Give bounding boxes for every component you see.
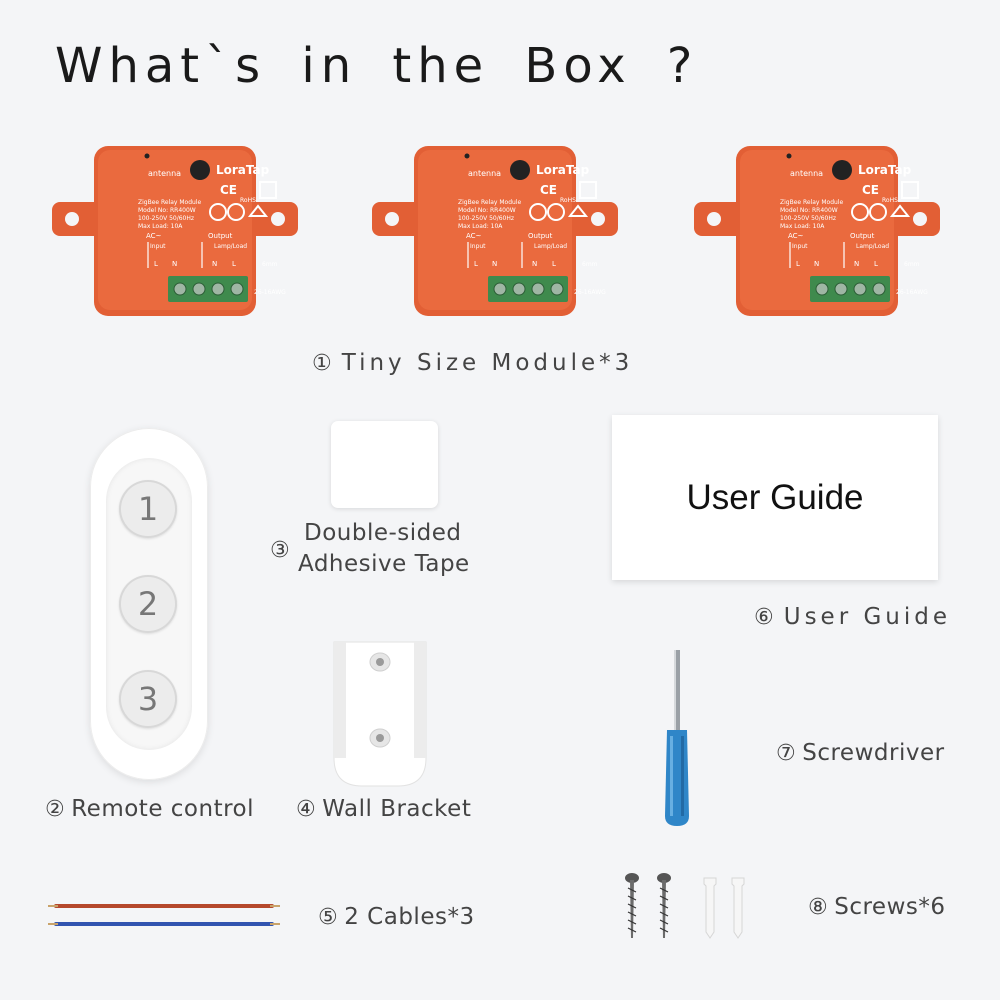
guide-label-text: User Guide — [783, 604, 952, 630]
svg-text:N: N — [532, 260, 537, 268]
svg-text:LoraTap: LoraTap — [858, 163, 912, 177]
guide-number: ⑥ — [754, 605, 778, 630]
svg-text:26-16AWG: 26-16AWG — [254, 289, 286, 296]
svg-text:26-16AWG: 26-16AWG — [896, 289, 928, 296]
svg-text:Max Load: 10A: Max Load: 10A — [458, 223, 503, 230]
svg-text:AC~: AC~ — [788, 232, 804, 240]
remote-label-text: Remote control — [71, 796, 255, 822]
cables-illustration — [48, 904, 280, 926]
svg-text:L: L — [154, 260, 158, 268]
svg-text:100-250V 50/60Hz: 100-250V 50/60Hz — [780, 215, 836, 222]
svg-text:Max Load: 10A: Max Load: 10A — [780, 223, 825, 230]
bracket-number: ④ — [296, 797, 317, 822]
svg-text:100-250V 50/60Hz: 100-250V 50/60Hz — [138, 215, 194, 222]
svg-text:ZigBee Relay Module: ZigBee Relay Module — [458, 199, 522, 206]
svg-text:Lamp/Load: Lamp/Load — [534, 243, 567, 250]
svg-text:antenna: antenna — [468, 169, 501, 178]
svg-text:Output: Output — [850, 232, 875, 240]
svg-text:Lamp/Load: Lamp/Load — [856, 243, 889, 250]
user-guide-cover-title: User Guide — [686, 477, 864, 517]
wall-bracket-illustration — [333, 641, 427, 787]
svg-text:L: L — [796, 260, 800, 268]
svg-text:CE: CE — [862, 183, 879, 197]
tape-number: ③ — [270, 538, 291, 563]
remote-button-panel: 1 2 3 — [106, 458, 192, 750]
page-title: What`s in the Box ? — [55, 38, 699, 94]
svg-text:100-250V 50/60Hz: 100-250V 50/60Hz — [458, 215, 514, 222]
tape-label-line1: Double-sided — [304, 520, 462, 546]
relay-module-3: antenna LoraTap CE RoHS ZigBee Relay Mod… — [692, 142, 942, 322]
svg-text:6mm: 6mm — [904, 261, 920, 268]
relay-module-2: antenna LoraTap CE RoHS ZigBee Relay Mod… — [370, 142, 620, 322]
svg-text:RoHS: RoHS — [882, 197, 898, 204]
svg-text:L: L — [552, 260, 556, 268]
screwdriver-label-text: Screwdriver — [802, 740, 945, 766]
svg-text:L: L — [874, 260, 878, 268]
remote-number: ② — [45, 797, 66, 822]
svg-text:LoraTap: LoraTap — [216, 163, 270, 177]
svg-text:Input: Input — [150, 243, 166, 250]
svg-text:RoHS: RoHS — [560, 197, 576, 204]
screws-illustration — [625, 873, 745, 939]
svg-text:antenna: antenna — [790, 169, 823, 178]
cables-number: ⑤ — [318, 905, 339, 930]
remote-button-3: 3 — [119, 670, 177, 728]
remote-control: 1 2 3 — [90, 428, 208, 780]
svg-text:Model No: RR400W: Model No: RR400W — [458, 207, 516, 214]
screwdriver-illustration — [665, 650, 689, 826]
module-label-text: Tiny Size Module*3 — [341, 350, 634, 376]
remote-button-1: 1 — [119, 480, 177, 538]
svg-text:N: N — [172, 260, 177, 268]
svg-text:LoraTap: LoraTap — [536, 163, 590, 177]
relay-module-illustration: antenna LoraTap CE RoHS ZigBee Relay Mod… — [694, 146, 940, 316]
adhesive-tape — [331, 421, 438, 508]
screws-number: ⑧ — [808, 895, 829, 920]
tape-label-line2: Adhesive Tape — [298, 551, 470, 577]
module-number: ① — [312, 351, 336, 376]
svg-text:N: N — [814, 260, 819, 268]
svg-text:Lamp/Load: Lamp/Load — [214, 243, 247, 250]
svg-text:N: N — [212, 260, 217, 268]
svg-text:L: L — [474, 260, 478, 268]
svg-text:26-16AWG: 26-16AWG — [574, 289, 606, 296]
svg-text:Input: Input — [792, 243, 808, 250]
relay-module-1: antenna LoraTap CE RoHS ZigBee Relay Mod… — [50, 142, 300, 322]
user-guide-booklet: User Guide — [612, 415, 938, 580]
svg-text:ZigBee Relay Module: ZigBee Relay Module — [780, 199, 844, 206]
svg-text:ZigBee Relay Module: ZigBee Relay Module — [138, 199, 202, 206]
svg-text:Output: Output — [528, 232, 553, 240]
svg-text:RoHS: RoHS — [240, 197, 256, 204]
svg-text:Model No: RR400W: Model No: RR400W — [138, 207, 196, 214]
cables-label-text: 2 Cables*3 — [344, 904, 475, 930]
remote-button-2: 2 — [119, 575, 177, 633]
svg-text:AC~: AC~ — [146, 232, 162, 240]
svg-text:L: L — [232, 260, 236, 268]
svg-text:Output: Output — [208, 232, 233, 240]
svg-text:N: N — [854, 260, 859, 268]
svg-text:Model No: RR400W: Model No: RR400W — [780, 207, 838, 214]
svg-text:6mm: 6mm — [582, 261, 598, 268]
bracket-label-text: Wall Bracket — [322, 796, 472, 822]
svg-text:6mm: 6mm — [262, 261, 278, 268]
svg-text:Max Load: 10A: Max Load: 10A — [138, 223, 183, 230]
screws-label-text: Screws*6 — [834, 894, 946, 920]
svg-text:antenna: antenna — [148, 169, 181, 178]
relay-module-illustration: antenna LoraTap CE RoHS ZigBee Relay Mod… — [52, 146, 298, 316]
relay-module-illustration: antenna LoraTap CE RoHS ZigBee Relay Mod… — [372, 146, 618, 316]
svg-text:N: N — [492, 260, 497, 268]
svg-text:CE: CE — [540, 183, 557, 197]
svg-text:AC~: AC~ — [466, 232, 482, 240]
svg-text:CE: CE — [220, 183, 237, 197]
svg-text:Input: Input — [470, 243, 486, 250]
screwdriver-number: ⑦ — [776, 741, 797, 766]
